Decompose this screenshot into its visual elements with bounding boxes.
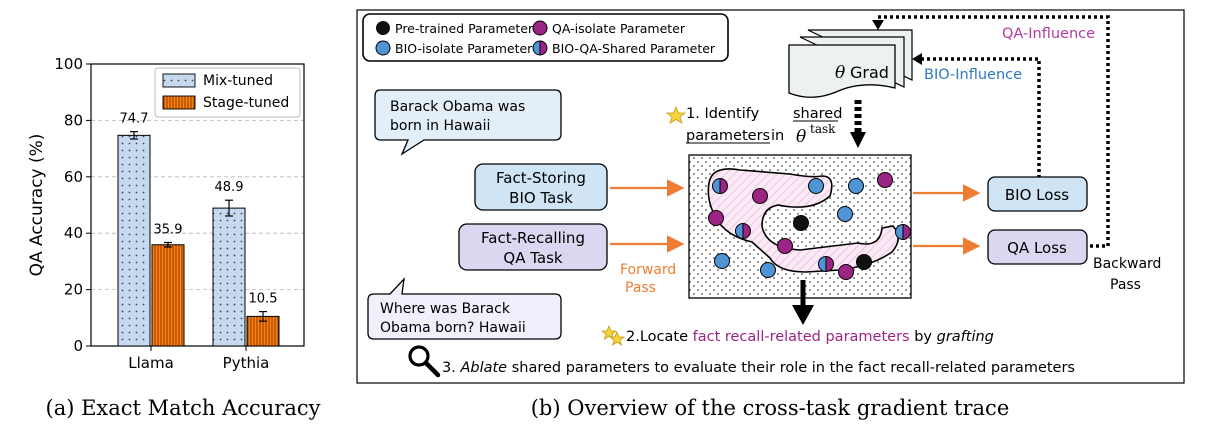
forward-pass-label: Forward — [620, 262, 676, 278]
svg-text:BIO Loss: BIO Loss — [1005, 186, 1069, 204]
qa-isolate-parameter — [708, 210, 724, 226]
svg-text:1. Identify: 1. Identify — [686, 106, 760, 122]
diagram: Pre-trained Parameter QA-isolate Paramet… — [356, 9, 1185, 384]
svg-text:θ: θ — [796, 127, 806, 147]
svg-text:Fact-Recalling: Fact-Recalling — [481, 229, 585, 247]
svg-text:BIO Task: BIO Task — [509, 189, 573, 207]
svg-text:Barack Obama was: Barack Obama was — [390, 99, 525, 115]
bio-isolate-parameter — [714, 253, 730, 269]
legend-label-mix: Mix-tuned — [203, 73, 273, 89]
bio-isolate-legend-icon — [375, 40, 391, 56]
bar-llama-0 — [117, 134, 151, 347]
svg-text:2.Locate fact recall-related p: 2.Locate fact recall-related parameters … — [626, 329, 994, 345]
x-tick-label: Llama — [128, 354, 174, 372]
magnifier-icon — [408, 345, 441, 378]
pretrained-parameter — [793, 215, 809, 231]
value-label: 48.9 — [215, 180, 244, 195]
step-1-label: 1. Identify shared parameters in θ task — [665, 105, 842, 147]
qa-isolate-parameter — [838, 264, 854, 280]
chart-legend: Mix-tuned Stage-tuned — [154, 67, 301, 118]
bio-isolate-parameter — [837, 206, 853, 222]
x-tick-label: Pythia — [223, 354, 270, 372]
svg-text:3. Ablate shared parameters to: 3. Ablate shared parameters to evaluate … — [442, 360, 1075, 376]
bio-isolate-parameter — [808, 178, 824, 194]
caption-right: (b) Overview of the cross-task gradient … — [531, 396, 1010, 420]
legend-qa-isolate-text: QA-isolate Parameter — [552, 21, 686, 36]
pretrained-parameter — [856, 254, 872, 270]
star-icon — [665, 105, 687, 124]
y-tick-label: 80 — [64, 111, 83, 129]
bar-llama-1 — [151, 244, 185, 347]
bar-pythia-0 — [212, 207, 246, 347]
step-2-label: 2.Locate fact recall-related parameters … — [600, 324, 994, 346]
plot-frame — [90, 63, 305, 347]
svg-text:parameters: parameters — [686, 128, 770, 144]
bio-influence-path — [920, 57, 1041, 178]
qa-isolate-parameter — [877, 172, 893, 188]
value-label: 74.7 — [120, 112, 149, 127]
bio-influence-label: BIO-Influence — [924, 67, 1022, 83]
shared-legend-icon — [532, 40, 548, 56]
qa-loss-box: QA Loss — [987, 229, 1088, 265]
theta-grad-stack: θ Grad — [788, 29, 913, 98]
bio-isolate-parameter — [760, 262, 776, 278]
qa-isolate-legend-icon — [532, 20, 548, 36]
y-tick-label: 100 — [54, 55, 83, 73]
bio-loss-box: BIO Loss — [987, 176, 1088, 212]
svg-text:Fact-Storing: Fact-Storing — [496, 169, 586, 187]
qa-isolate-parameter — [752, 188, 768, 204]
value-label: 10.5 — [249, 292, 278, 307]
theta-symbol: θ — [835, 63, 845, 83]
star-icon — [608, 330, 626, 346]
y-tick-label: 0 — [73, 337, 83, 355]
qa-isolate-parameter — [777, 238, 793, 254]
y-tick-label: 60 — [64, 168, 83, 186]
caption-left: (a) Exact Match Accuracy — [46, 396, 321, 420]
svg-text:task: task — [810, 122, 836, 136]
legend-label-stage: Stage-tuned — [203, 95, 289, 111]
legend-shared-text: BIO-QA-Shared Parameter — [552, 41, 716, 56]
speech-bubble-bio: Barack Obama was born in Hawaii — [374, 89, 562, 156]
bio-task-box: Fact-Storing BIO Task — [474, 163, 608, 211]
parameter-legend: Pre-trained Parameter QA-isolate Paramet… — [362, 13, 729, 62]
value-label: 35.9 — [154, 223, 183, 238]
svg-text:in: in — [771, 128, 784, 144]
legend-bio-isolate-text: BIO-isolate Parameter — [395, 41, 533, 56]
backward-pass-label: Backward — [1093, 256, 1161, 272]
legend-swatch-stage — [162, 95, 196, 110]
speech-bubble-qa: Where was Barack Obama born? Hawaii — [367, 277, 562, 340]
pretrained-legend-icon — [376, 21, 390, 35]
star-icon — [600, 324, 618, 340]
svg-text:QA Task: QA Task — [503, 249, 563, 267]
qa-task-box: Fact-Recalling QA Task — [458, 223, 608, 271]
y-tick-label: 20 — [64, 281, 83, 299]
y-tick-label: 40 — [64, 224, 83, 242]
svg-text:Obama born? Hawaii: Obama born? Hawaii — [380, 320, 526, 336]
parameter-space-box — [688, 154, 912, 299]
bio-isolate-parameter — [848, 178, 864, 194]
svg-text:Where was Barack: Where was Barack — [380, 301, 511, 317]
legend-pretrained-text: Pre-trained Parameter — [395, 21, 534, 36]
legend-swatch-mix — [162, 73, 196, 88]
svg-text:born in Hawaii: born in Hawaii — [390, 118, 490, 134]
svg-text:Pass: Pass — [625, 280, 656, 296]
grad-label: Grad — [850, 63, 889, 82]
svg-text:QA Loss: QA Loss — [1007, 239, 1067, 257]
locate-down-arrow — [792, 305, 814, 325]
svg-text:shared: shared — [793, 106, 842, 122]
qa-influence-label: QA-Influence — [1002, 26, 1095, 42]
y-axis-label: QA Accuracy (%) — [27, 134, 47, 277]
svg-text:Pass: Pass — [1110, 277, 1141, 293]
step-3-label: 3. Ablate shared parameters to evaluate … — [408, 345, 1075, 378]
